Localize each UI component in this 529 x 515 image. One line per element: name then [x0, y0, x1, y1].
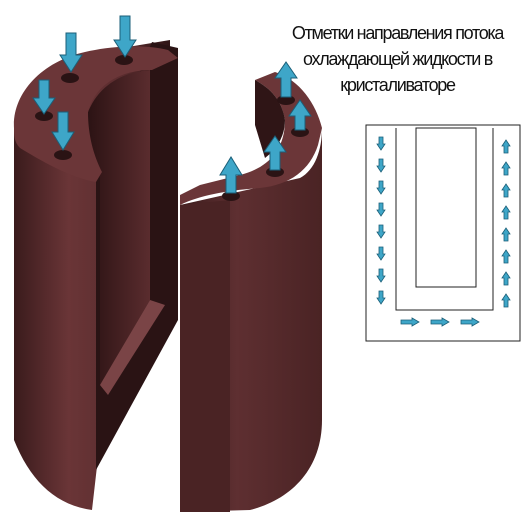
arrow-up-icon — [501, 271, 511, 286]
arrow-up-icon — [274, 61, 298, 98]
right-half-front-face — [180, 200, 230, 512]
flow-arrows-right-up — [219, 61, 312, 194]
arrow-down-icon — [376, 290, 386, 305]
arrow-down-icon — [32, 79, 56, 115]
arrow-up-icon — [501, 293, 511, 308]
caption-line-2: охлаждающей жидкости в — [303, 49, 493, 69]
arrow-up-icon — [501, 227, 511, 242]
arrow-down-icon — [113, 15, 137, 58]
caption-line-1: Отметки направления потока — [291, 23, 505, 43]
left-half-cavity-floor — [100, 300, 165, 395]
arrow-up-icon — [501, 205, 511, 220]
right-half-top-face — [180, 72, 322, 205]
arrow-down-icon — [59, 32, 83, 73]
caption: Отметки направления потока охлаждающей ж… — [270, 20, 525, 98]
arrow-down-icon — [376, 202, 386, 217]
arrow-up-icon — [501, 161, 511, 176]
arrow-right-icon — [460, 317, 480, 327]
left-half-inner-cavity — [86, 70, 150, 385]
left-half-top-face — [13, 46, 179, 182]
arrow-down-icon — [376, 136, 386, 151]
arrow-down-icon — [376, 180, 386, 195]
schematic-arrows — [376, 136, 511, 327]
arrow-right-icon — [400, 317, 420, 327]
schematic-core-rect — [415, 127, 477, 288]
right-mold-half — [180, 72, 322, 512]
arrow-down-icon — [51, 111, 75, 151]
arrow-up-icon — [263, 135, 287, 171]
arrow-right-icon — [430, 317, 450, 327]
arrow-down-icon — [376, 158, 386, 173]
caption-line-3: кристаливаторе — [340, 75, 456, 95]
arrow-up-icon — [501, 139, 511, 154]
arrow-up-icon — [288, 99, 312, 131]
arrow-up-icon — [501, 249, 511, 264]
schematic-inner-u-outer — [395, 128, 494, 311]
arrow-down-icon — [376, 268, 386, 283]
arrow-up-icon — [501, 183, 511, 198]
left-mold-half — [13, 40, 179, 510]
arrow-up-icon — [219, 156, 243, 194]
schematic-outer-frame — [365, 124, 521, 342]
flow-arrows-left-down — [32, 15, 137, 151]
flow-schematic — [365, 124, 521, 342]
arrow-down-icon — [376, 246, 386, 261]
arrow-down-icon — [376, 224, 386, 239]
right-half-inner-recess — [255, 80, 285, 158]
